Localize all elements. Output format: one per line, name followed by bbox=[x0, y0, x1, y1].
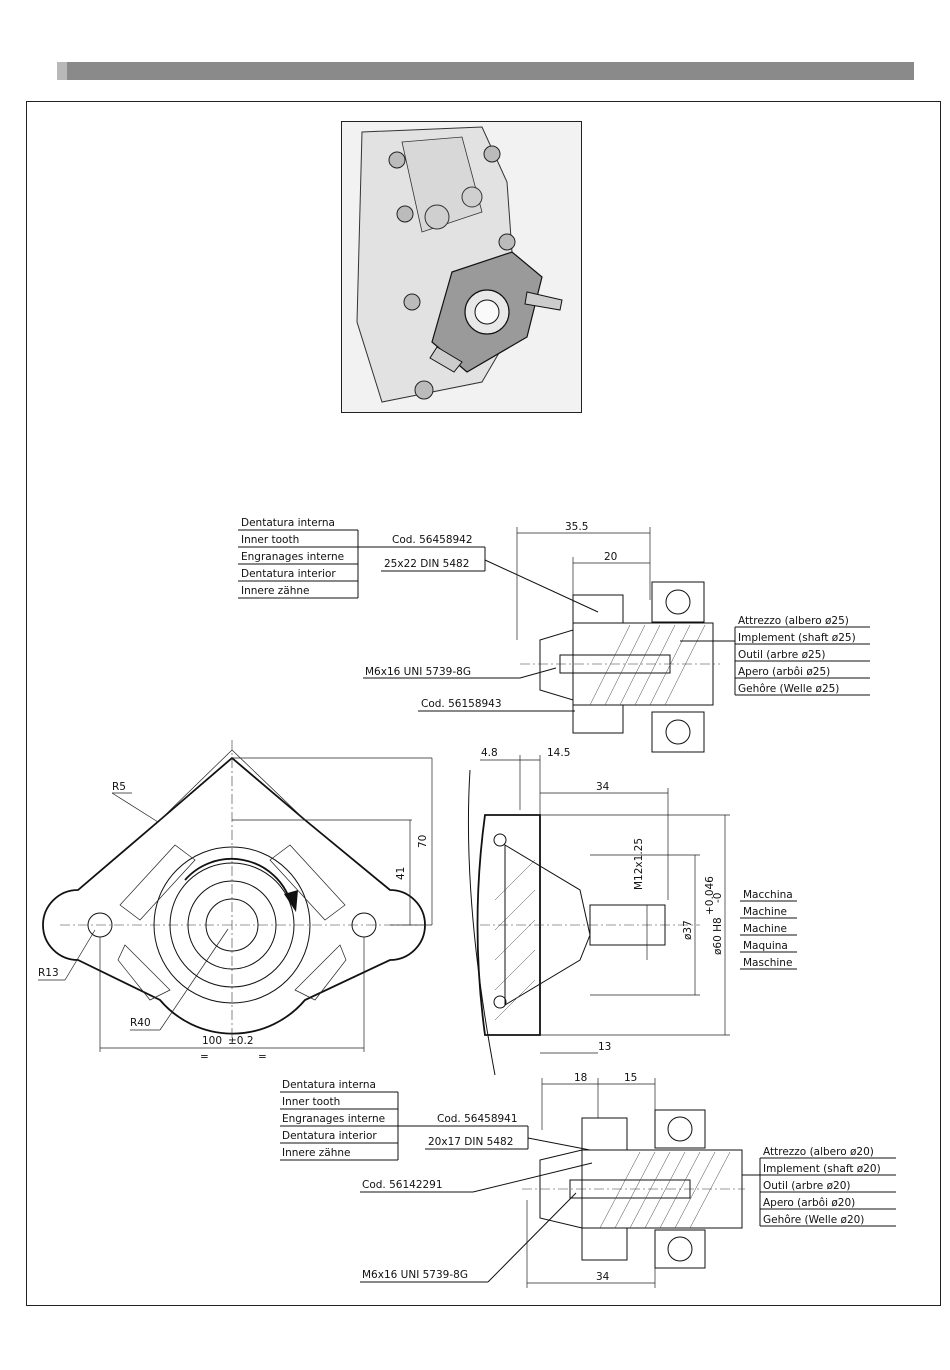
eq-mark-left: = bbox=[200, 1051, 209, 1063]
header-bar bbox=[57, 62, 914, 80]
dia-60: ø60 H8 bbox=[712, 917, 724, 955]
dim-34: 34 bbox=[596, 781, 610, 793]
lower-right-label-4: Gehôre (Welle ø20) bbox=[763, 1214, 864, 1226]
upper-dim-355: 35.5 bbox=[565, 521, 588, 533]
upper-right-label-0: Attrezzo (albero ø25) bbox=[738, 615, 849, 627]
dim-145: 14.5 bbox=[547, 747, 570, 759]
upper-label-1: Inner tooth bbox=[241, 534, 299, 546]
dia-60-tol-plus: +0.046 bbox=[704, 876, 716, 915]
lower-right-label-3: Apero (arbôi ø20) bbox=[763, 1197, 855, 1209]
lower-dim-34: 34 bbox=[596, 1271, 610, 1283]
upper-right-label-2: Outil (arbre ø25) bbox=[738, 649, 826, 661]
upper-right-label-4: Gehôre (Welle ø25) bbox=[738, 683, 839, 695]
upper-right-label-table: Attrezzo (albero ø25) Implement (shaft ø… bbox=[680, 615, 870, 696]
upper-label-3: Dentatura interior bbox=[241, 568, 336, 580]
pump-flange-illustration bbox=[341, 121, 582, 413]
dia-60-tol-zero: -0 bbox=[712, 893, 724, 903]
dim-70: 70 bbox=[417, 835, 429, 848]
dim-100: 100 bbox=[202, 1035, 222, 1047]
upper-label-2: Engranages interne bbox=[241, 551, 344, 563]
header-bar-tab bbox=[57, 62, 67, 80]
lower-spline: 20x17 DIN 5482 bbox=[428, 1136, 513, 1148]
lower-right-label-0: Attrezzo (albero ø20) bbox=[763, 1146, 874, 1158]
upper-spline: 25x22 DIN 5482 bbox=[384, 558, 469, 570]
dia-37: ø37 bbox=[682, 920, 694, 940]
lower-detail: Dentatura interna Inner tooth Engranages… bbox=[280, 1072, 896, 1288]
upper-label-4: Innere zähne bbox=[241, 585, 309, 597]
lower-label-0: Dentatura interna bbox=[282, 1079, 376, 1091]
upper-right-label-3: Apero (arbôi ø25) bbox=[738, 666, 830, 678]
upper-label-table: Dentatura interna Inner tooth Engranages… bbox=[238, 517, 599, 613]
flange-front-view: 70 41 R5 R13 R40 100 ±0.2 = = bbox=[38, 740, 433, 1063]
machine-label-0: Macchina bbox=[743, 889, 793, 901]
machine-label-4: Maschine bbox=[743, 957, 792, 969]
lower-dim-15: 15 bbox=[624, 1072, 637, 1084]
lower-cod-a: Cod. 56458941 bbox=[437, 1113, 518, 1125]
dim-41: 41 bbox=[395, 867, 407, 880]
upper-screw: M6x16 UNI 5739-8G bbox=[365, 666, 471, 678]
content-frame bbox=[26, 101, 941, 1306]
lower-label-3: Dentatura interior bbox=[282, 1130, 377, 1142]
upper-cod-a: Cod. 56458942 bbox=[392, 534, 473, 546]
upper-dim-20: 20 bbox=[604, 551, 617, 563]
lower-dim-18: 18 bbox=[574, 1072, 587, 1084]
machine-label-3: Maquina bbox=[743, 940, 788, 952]
side-section-view: 4.8 14.5 34 13 M12x1.25 ø37 ø60 H8 +0.04… bbox=[467, 747, 797, 1076]
r13-label: R13 bbox=[38, 967, 59, 979]
upper-cod-b: Cod. 56158943 bbox=[421, 698, 502, 710]
lower-right-label-2: Outil (arbre ø20) bbox=[763, 1180, 851, 1192]
dim-48: 4.8 bbox=[481, 747, 498, 759]
dim-100-tol: ±0.2 bbox=[228, 1035, 254, 1047]
upper-label-0: Dentatura interna bbox=[241, 517, 335, 529]
r5-label: R5 bbox=[112, 781, 126, 793]
thread-label: M12x1.25 bbox=[633, 838, 645, 890]
lower-right-label-1: Implement (shaft ø20) bbox=[763, 1163, 881, 1175]
lower-screw: M6x16 UNI 5739-8G bbox=[362, 1269, 468, 1281]
lower-label-2: Engranages interne bbox=[282, 1113, 385, 1125]
dim-13: 13 bbox=[598, 1041, 611, 1053]
eq-mark-right: = bbox=[258, 1051, 267, 1063]
r40-label: R40 bbox=[130, 1017, 151, 1029]
machine-label-2: Machine bbox=[743, 923, 787, 935]
upper-detail: Dentatura interna Inner tooth Engranages… bbox=[238, 517, 870, 753]
upper-right-label-1: Implement (shaft ø25) bbox=[738, 632, 856, 644]
lower-label-4: Innere zähne bbox=[282, 1147, 350, 1159]
lower-label-1: Inner tooth bbox=[282, 1096, 340, 1108]
lower-cod-b: Cod. 56142291 bbox=[362, 1179, 443, 1191]
upper-shaft-assembly bbox=[520, 581, 720, 753]
machine-label-1: Machine bbox=[743, 906, 787, 918]
